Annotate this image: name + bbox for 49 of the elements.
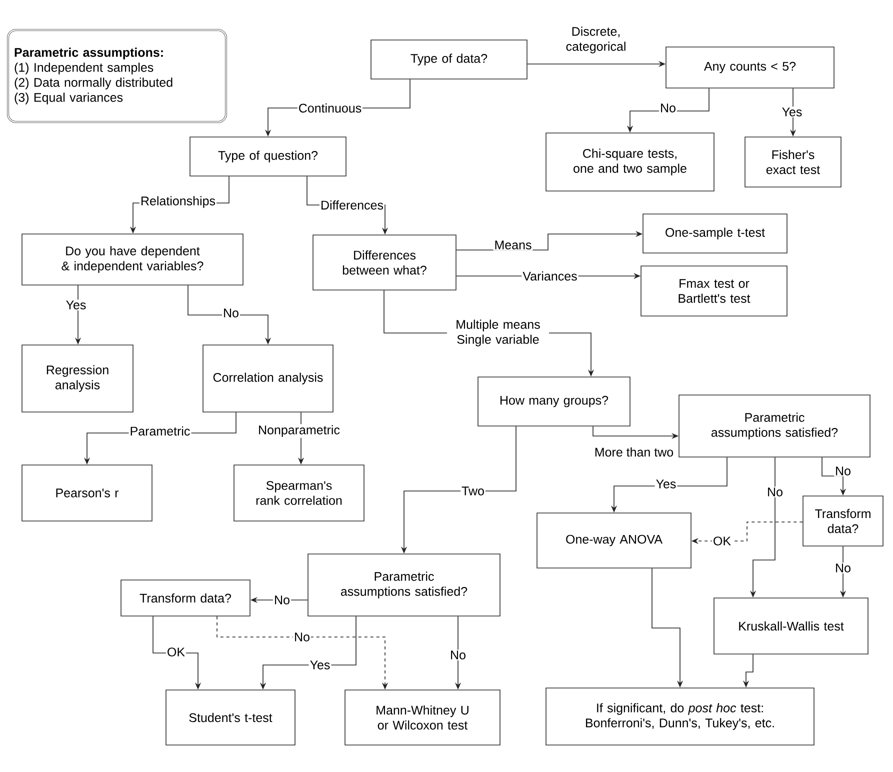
process-box: One-way ANOVA	[536, 512, 692, 568]
process-box: If significant, do post hoc test: Bonferroni's, Dunn's, Tukey's, etc.	[546, 688, 814, 746]
process-box: Kruskall-Wallis test	[714, 598, 868, 654]
process-box: Parametric assumptions satisfied?	[678, 394, 870, 458]
edge-label: Multiple means Single variable	[447, 318, 549, 348]
edge-label: Yes	[780, 106, 804, 118]
edge-label: No	[449, 650, 467, 660]
process-box: Any counts < 5?	[666, 46, 834, 88]
process-box: Student's t-test	[166, 690, 296, 746]
process-box: Fisher's exact test	[744, 136, 842, 188]
edge-label: Yes	[64, 300, 88, 310]
edge-label: OK	[712, 536, 732, 546]
process-box: Spearman's rank correlation	[234, 464, 364, 522]
process-box: Differences between what?	[312, 234, 456, 290]
process-box: Pearson's r	[22, 464, 152, 522]
process-box: Fmax test or Bartlett's test	[640, 266, 788, 316]
edge-label: Yes	[654, 478, 678, 490]
process-box: How many groups?	[478, 376, 630, 426]
edge-label: Parametric	[128, 425, 192, 437]
process-box: Transform data?	[802, 496, 884, 546]
process-box: Mann-Whitney U or Wilcoxon test	[344, 690, 500, 746]
edge-label: More than two	[593, 446, 675, 458]
edge-label: Means	[493, 240, 533, 250]
process-box: Type of question?	[190, 136, 346, 176]
edge-label: No	[293, 632, 311, 642]
edge-label: Continuous	[297, 102, 363, 114]
process-box: Chi-square tests, one and two sample	[546, 132, 714, 192]
edge-label: Discrete, categorical	[554, 26, 638, 54]
edge-label: OK	[166, 646, 186, 658]
edge-label: Differences	[320, 199, 384, 211]
edge-label: No	[834, 562, 852, 574]
edge-label: No	[834, 466, 852, 476]
edge-label: No	[659, 102, 677, 114]
process-box: Transform data?	[120, 580, 250, 616]
process-box: Correlation analysis	[202, 344, 334, 412]
process-box: Type of data?	[370, 40, 528, 80]
edge-label: Relationships	[139, 195, 217, 209]
edge-label: Nonparametric	[257, 424, 341, 438]
edge-label: No	[273, 594, 291, 606]
edge-label: No	[766, 486, 784, 498]
edge-label: No	[222, 308, 240, 318]
edge-label: Yes	[308, 660, 332, 670]
process-box: Regression analysis	[22, 344, 134, 412]
edge-label: Two	[460, 486, 486, 496]
edge-label: Variances	[522, 270, 578, 282]
process-box: Parametric assumptions satisfied?	[308, 554, 500, 616]
process-box: Do you have dependent & independent variables?	[22, 234, 244, 286]
process-box: One-sample t-test	[642, 214, 788, 254]
note-box: Parametric assumptions: (1) Independent samples (2) Data normally distributed (3) Equal variances	[7, 29, 227, 123]
